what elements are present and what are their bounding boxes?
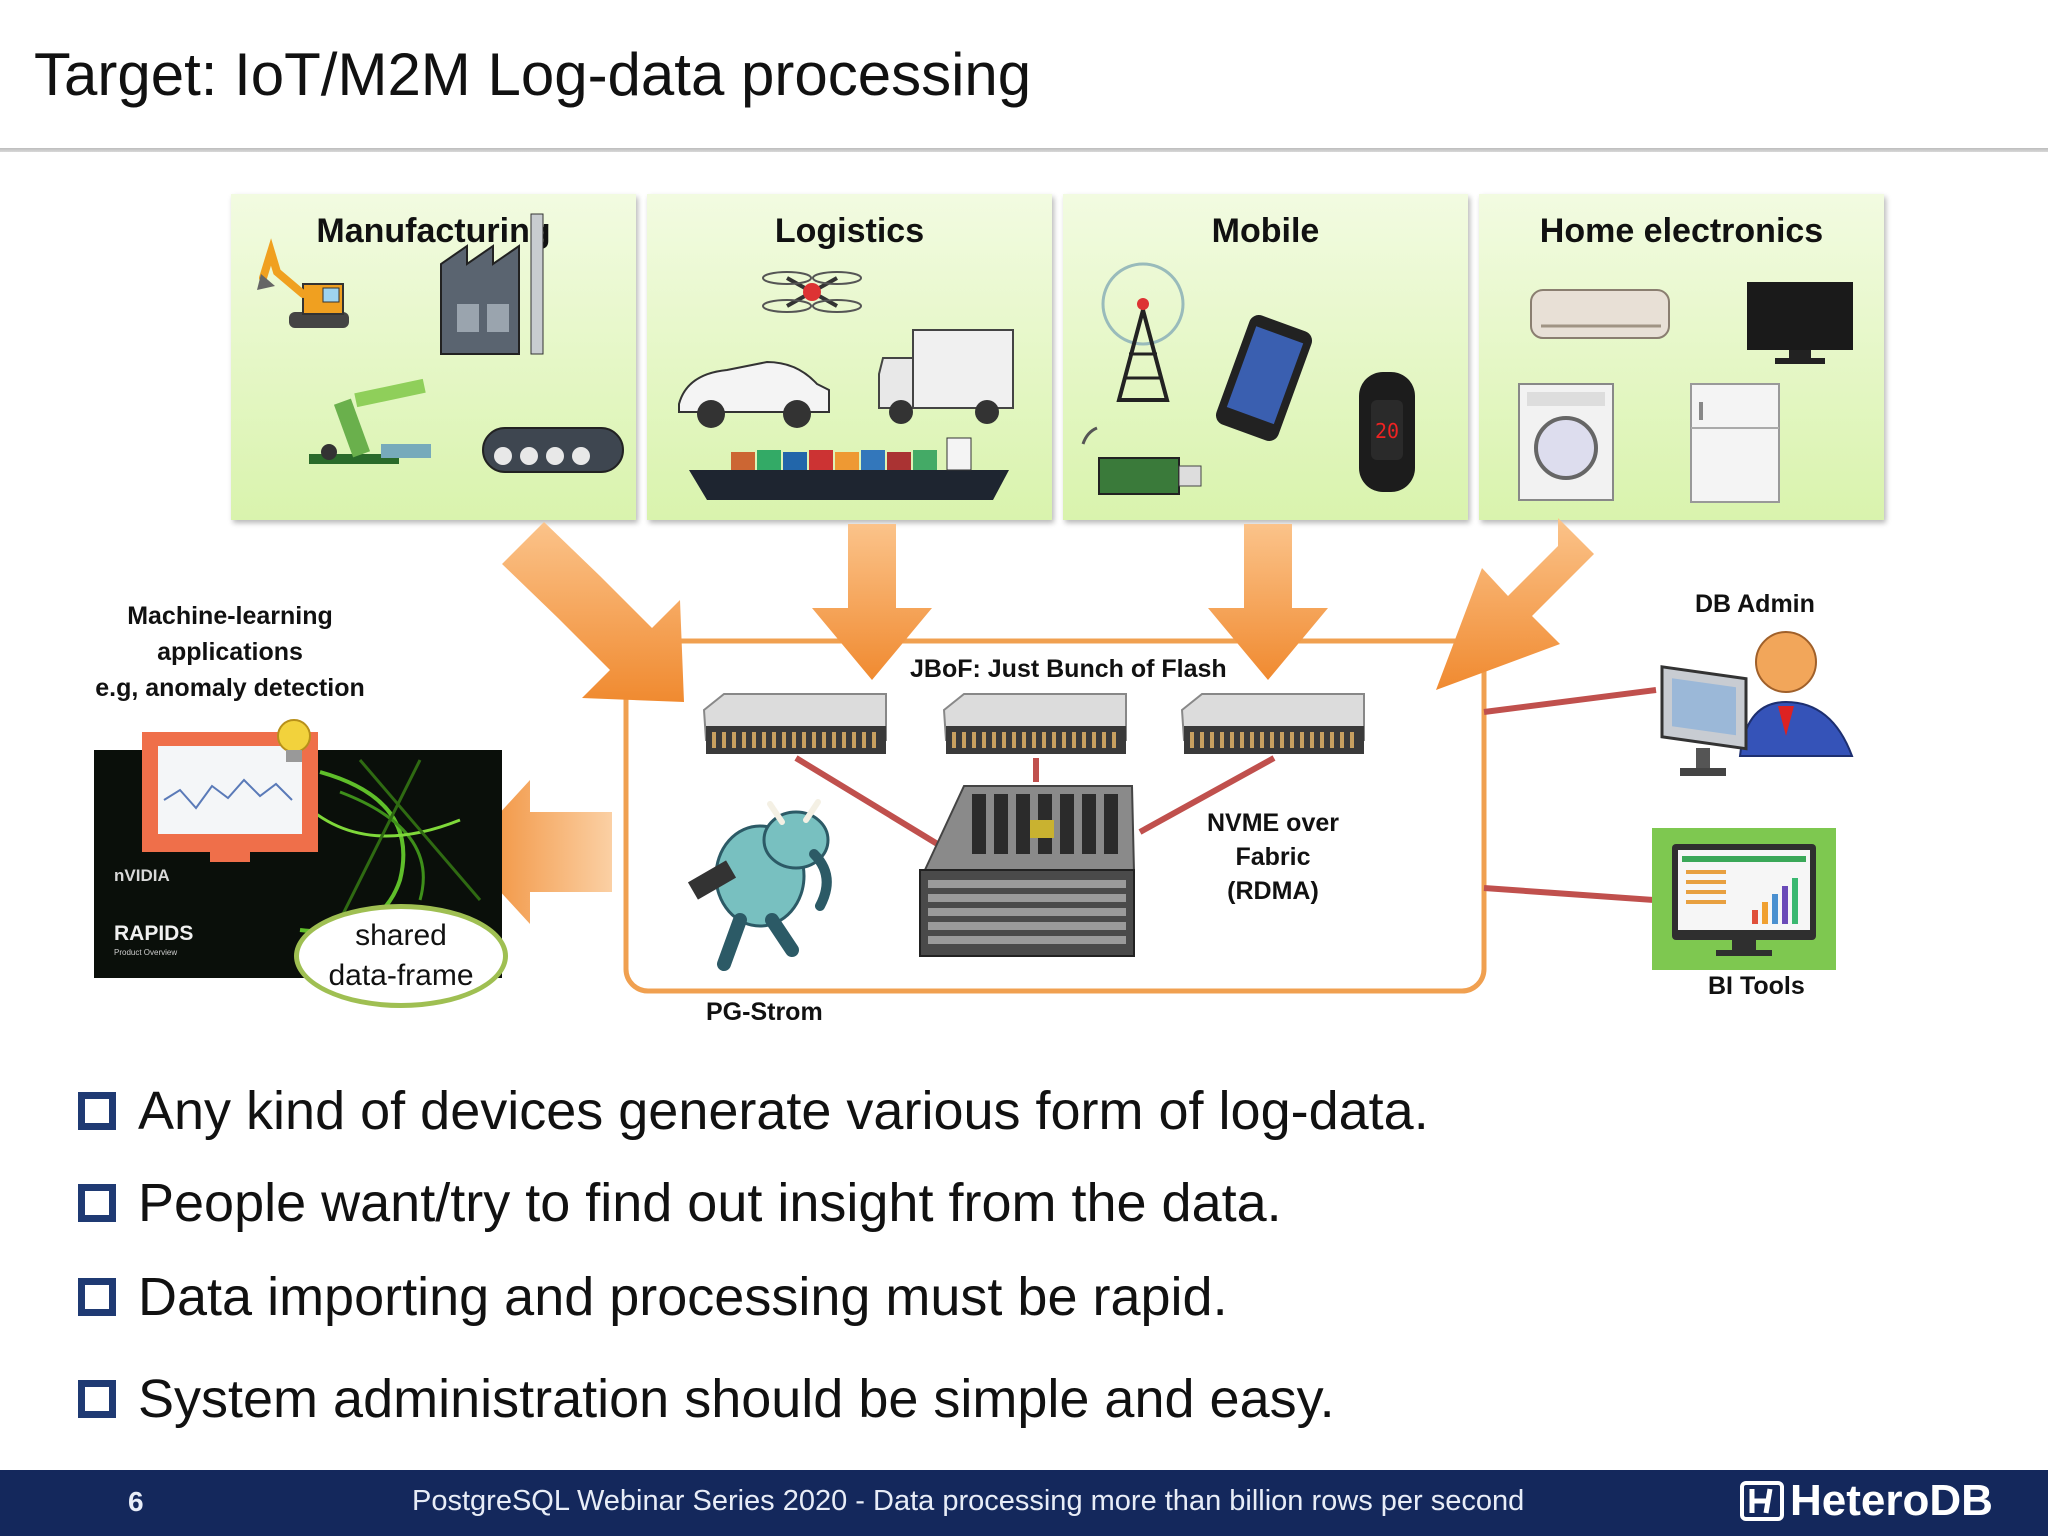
arrow-manufacturing: [502, 522, 684, 702]
conveyor-icon: [482, 427, 624, 473]
rapids-subtitle: Product Overview: [114, 948, 178, 957]
robot-arm-icon: [309, 378, 431, 464]
title-divider: [0, 148, 2048, 152]
arrow-home-electronics: [1436, 518, 1594, 690]
system-diagram: [94, 518, 1657, 994]
heterodb-logo-icon: [1740, 1481, 1784, 1521]
bullet-square-icon: [78, 1092, 116, 1130]
category-title: Logistics: [774, 212, 925, 250]
bi-tools-icon: [1652, 828, 1836, 970]
bi-tools-label: BI Tools: [1708, 972, 1805, 1000]
pg-strom-mascot-icon: [687, 799, 832, 971]
nvme-label-line: Fabric: [1235, 843, 1311, 871]
smartphone-icon: [1215, 315, 1313, 441]
bullet-square-icon: [78, 1184, 116, 1222]
svg-text:20: 20: [1375, 419, 1399, 443]
link-jbof-1: [794, 755, 946, 851]
footer-bar: [0, 1470, 2048, 1536]
category-title: Mobile: [1211, 212, 1320, 250]
nvidia-logo: nVIDIA: [114, 866, 170, 885]
air-conditioner-icon: [1530, 289, 1670, 339]
category-title: Home electronics: [1539, 212, 1824, 250]
drone-icon: [762, 271, 862, 313]
heterodb-logo: HeteroDB: [1740, 1476, 1993, 1526]
list-item: Data importing and processing must be ra…: [78, 1266, 1228, 1328]
jbof-unit-2: [942, 693, 1127, 754]
bullet-text: Any kind of devices generate various for…: [138, 1081, 1429, 1141]
brand-name: HeteroDB: [1790, 1476, 1993, 1525]
nvme-label-line: (RDMA): [1227, 877, 1319, 905]
jbof-unit-3: [1180, 693, 1365, 754]
car-icon: [678, 360, 830, 428]
ml-label-line: Machine-learning: [127, 602, 333, 630]
category-panel-home-electronics: Home electronics: [1479, 194, 1884, 520]
category-panel-manufacturing: Manufacturing: [231, 194, 636, 520]
bullet-text: Data importing and processing must be ra…: [138, 1267, 1228, 1327]
jbof-label: JBoF: Just Bunch of Flash: [910, 655, 1227, 683]
db-admin-label: DB Admin: [1695, 590, 1815, 618]
category-title: Manufacturing: [316, 212, 551, 250]
link-db-admin: [1483, 687, 1657, 715]
cargo-ship-icon: [689, 437, 1009, 500]
excavator-icon: [257, 238, 349, 328]
refrigerator-icon: [1690, 383, 1780, 503]
arrow-logistics: [812, 524, 932, 680]
gpu-server-icon: [919, 785, 1136, 957]
cell-tower-icon: [1101, 262, 1185, 402]
db-admin-icon: [1660, 631, 1854, 776]
dataframe-label-line: data-frame: [328, 959, 474, 992]
monitor-chart-icon: [142, 732, 318, 862]
nvme-over-fabric-label: NVME over Fabric (RDMA): [1188, 806, 1358, 908]
link-jbof-3: [1138, 755, 1276, 835]
washing-machine-icon: [1518, 383, 1614, 501]
jbof-unit-1: [702, 693, 887, 754]
ml-label-line: e.g, anomaly detection: [95, 674, 365, 702]
footer-text: PostgreSQL Webinar Series 2020 - Data pr…: [412, 1485, 1525, 1517]
link-bi-tools: [1483, 885, 1655, 903]
television-icon: [1747, 282, 1853, 364]
rapids-logo-text: RAPIDS: [114, 922, 194, 945]
list-item: System administration should be simple a…: [78, 1368, 1335, 1430]
category-panel-logistics: Logistics: [647, 194, 1052, 520]
lightbulb-icon: [277, 719, 311, 762]
storage-cluster-frame: [623, 638, 1487, 994]
bullet-square-icon: [78, 1380, 116, 1418]
nvme-label-line: NVME over: [1207, 809, 1339, 837]
category-panel-mobile: Mobile 20: [1063, 194, 1468, 520]
ml-label-line: applications: [157, 638, 303, 666]
shared-data-frame-oval: shared data-frame: [294, 904, 508, 1008]
mobile-illustration: 20: [1081, 262, 1415, 495]
usb-modem-icon: [1081, 426, 1202, 495]
bullet-text: People want/try to find out insight from…: [138, 1173, 1282, 1233]
pg-strom-label: PG-Strom: [706, 998, 823, 1026]
manufacturing-illustration: [257, 213, 624, 473]
ml-applications-label: Machine-learning applications e.g, anoma…: [80, 598, 380, 706]
bullet-text: System administration should be simple a…: [138, 1369, 1335, 1429]
smartwatch-icon: 20: [1359, 372, 1415, 492]
list-item: People want/try to find out insight from…: [78, 1172, 1282, 1234]
factory-icon: [440, 213, 544, 355]
list-item: Any kind of devices generate various for…: [78, 1080, 1429, 1142]
truck-icon: [878, 329, 1014, 424]
page-title: Target: IoT/M2M Log-data processing: [34, 41, 1032, 108]
home-electronics-illustration: [1518, 282, 1853, 503]
dataframe-label-line: shared: [355, 919, 447, 952]
arrow-mobile: [1208, 524, 1328, 680]
logistics-illustration: [678, 271, 1014, 500]
page-number: 6: [128, 1486, 144, 1517]
bullet-square-icon: [78, 1278, 116, 1316]
